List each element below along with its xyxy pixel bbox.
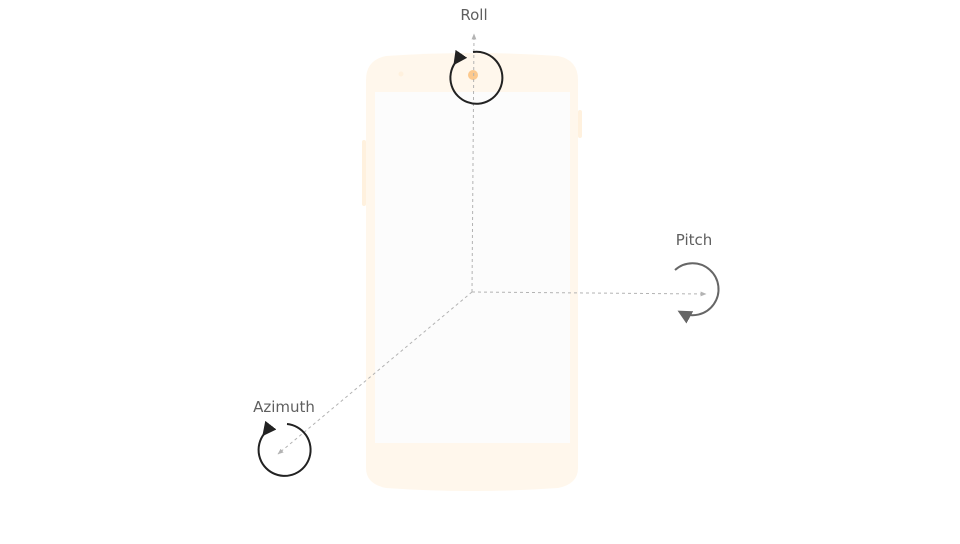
azimuth-label: Azimuth: [253, 398, 315, 416]
azimuth-rotation-icon: [257, 420, 312, 477]
axes: [277, 33, 707, 455]
roll-label: Roll: [460, 6, 488, 24]
camera-dot: [468, 70, 478, 80]
pitch-label: Pitch: [675, 231, 713, 249]
azimuth-axis: [277, 291, 473, 455]
roll-rotation-icon: [449, 49, 504, 105]
phone-side-button-right: [578, 110, 582, 138]
pitch-rotation-icon: [674, 262, 720, 324]
phone-speaker-dot: [398, 71, 404, 77]
phone-side-button-left: [362, 140, 366, 206]
roll-axis: [471, 33, 477, 293]
